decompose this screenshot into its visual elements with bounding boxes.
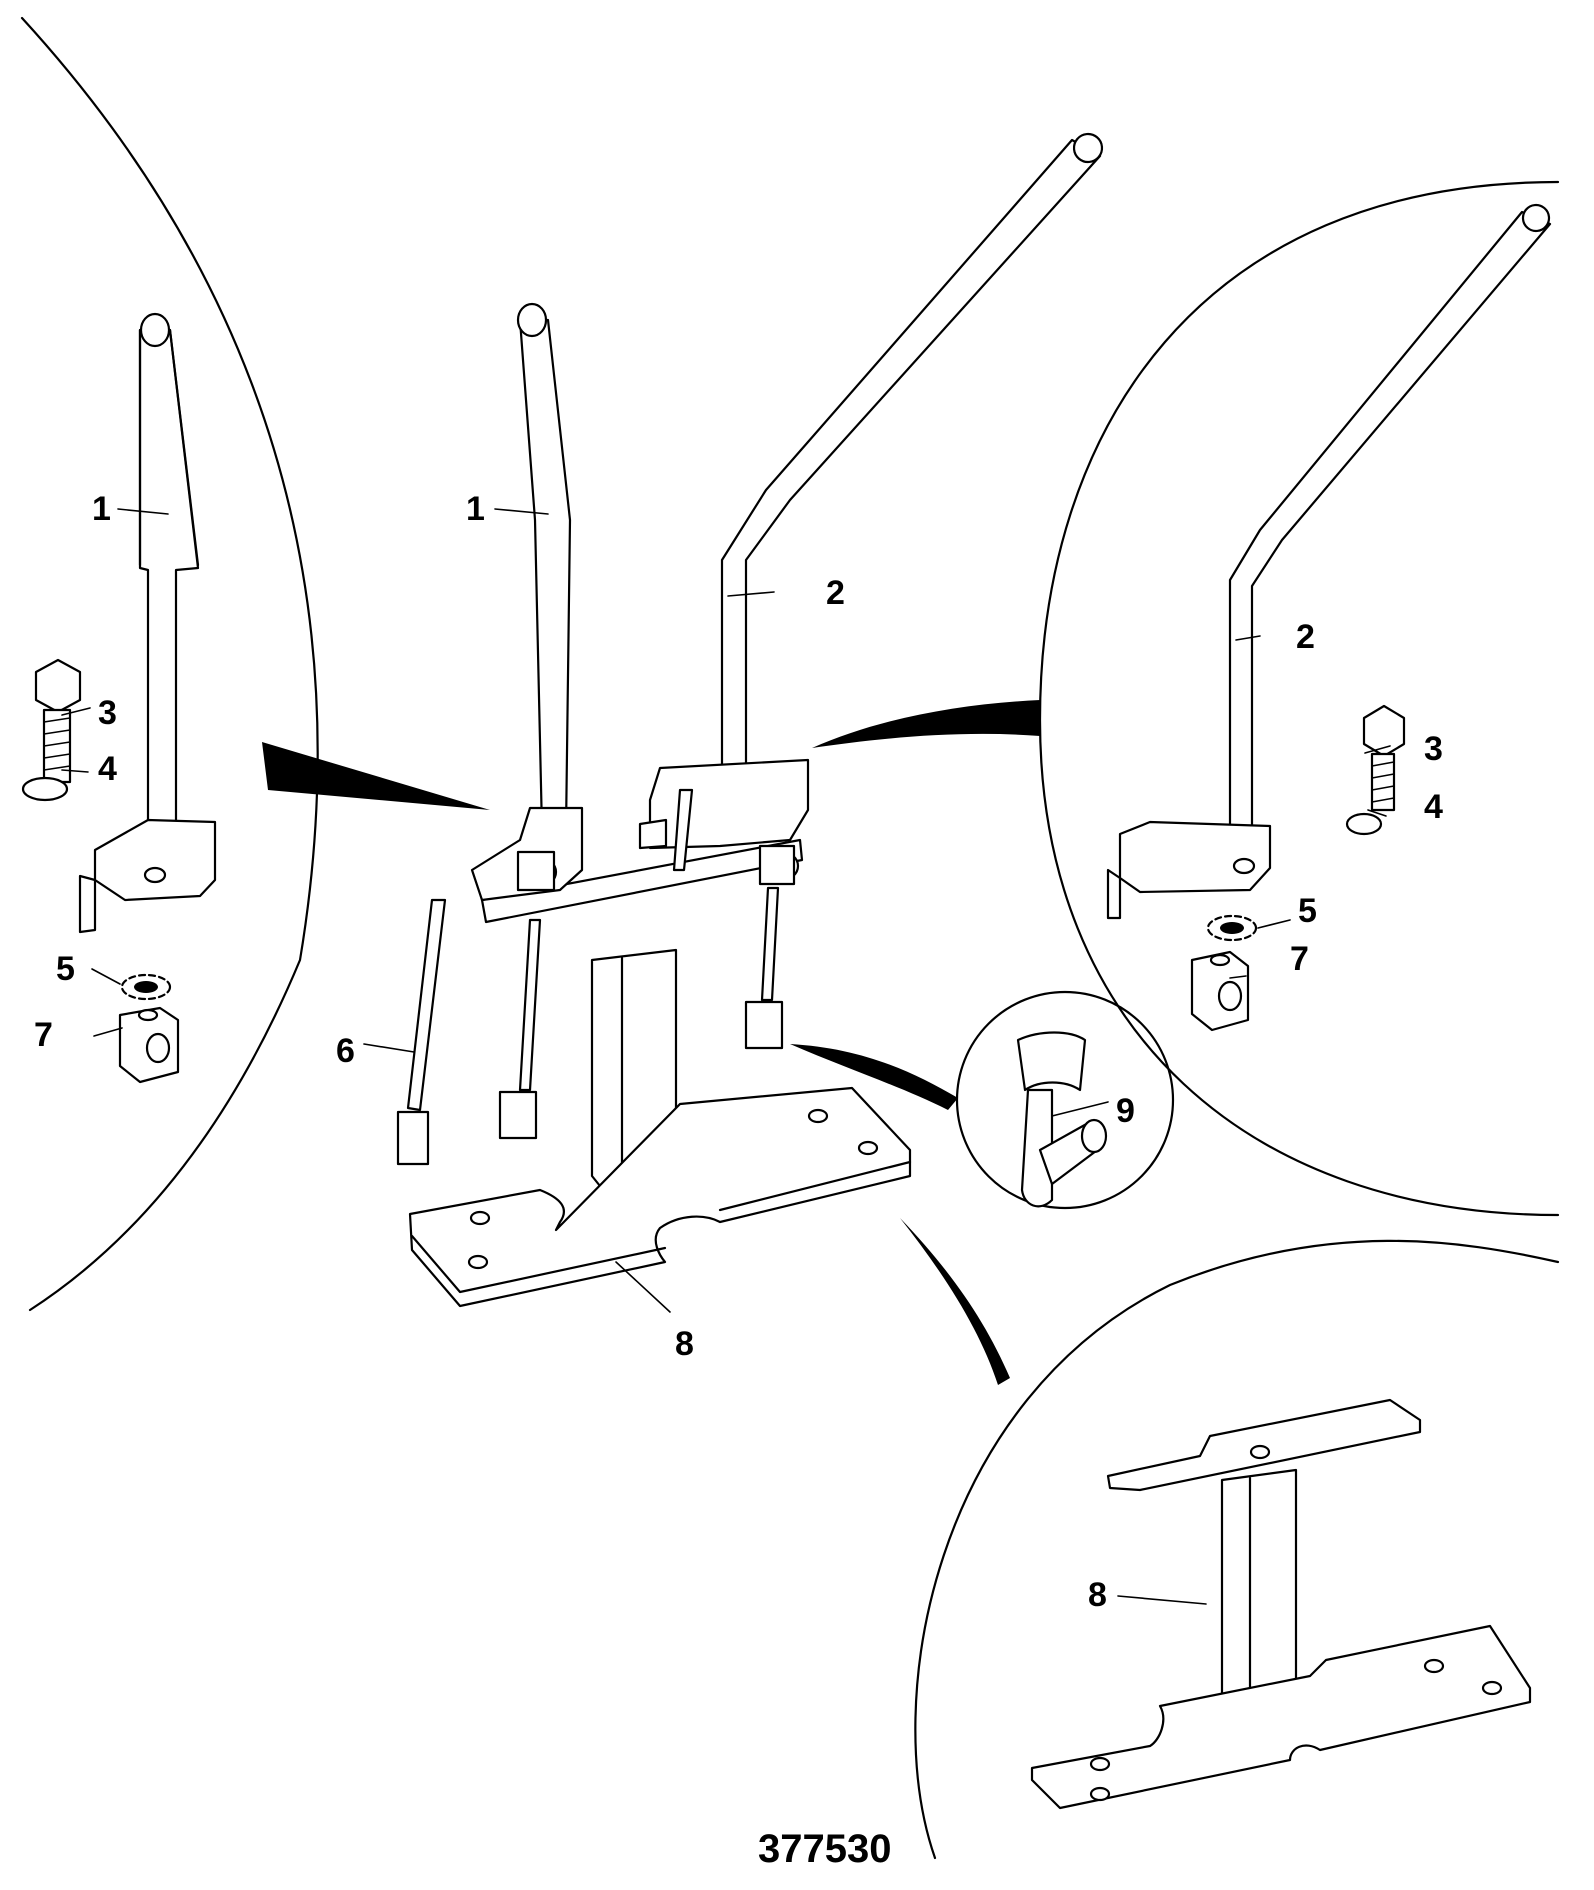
callout-5-left: 5 [56,950,75,988]
callout-2-center: 2 [826,574,845,612]
right-detail-washer-5-inner [1220,922,1244,934]
lower-detail-leader [900,1218,1010,1385]
right-detail-leader [812,700,1040,748]
clip-part-9 [1016,1031,1108,1208]
right-detail-washer-4 [1345,812,1383,836]
right-detail-bracket [1106,820,1272,920]
left-detail-washer-5-inner [134,981,158,993]
drawing-number: 377530 [758,1827,891,1871]
callout-5-right: 5 [1298,892,1317,930]
callout-7-right: 7 [1290,940,1309,978]
left-detail-washer-5 [120,973,172,1001]
right-detail-universal-joint [1190,950,1250,1032]
left-detail-bracket [78,818,217,934]
lower-detail-circle [914,1239,1560,1860]
lower-detail-stand [1030,1398,1532,1810]
left-detail-universal-joint [118,1006,180,1084]
center-base-plate [408,1086,912,1308]
left-detail-bolt [34,658,82,784]
left-detail-circle [20,16,319,1312]
right-detail-circle [1038,180,1560,1217]
left-detail-washer-4 [21,776,69,802]
clip-detail-circle [955,990,1175,1210]
left-detail-leader [262,742,490,810]
right-detail-bolt [1362,704,1406,812]
callout-1-center: 1 [466,490,485,528]
center-control-rods [396,788,784,1166]
callout-7-left: 7 [34,1016,53,1054]
right-detail-washer-5 [1206,914,1258,942]
center-pivot-joints [516,818,800,892]
callout-9: 9 [1116,1092,1135,1130]
callout-4-right: 4 [1424,788,1443,826]
callout-8-center: 8 [675,1325,694,1363]
callout-2-right: 2 [1296,618,1315,656]
callout-leaders [61,508,1391,1605]
callout-8-lower: 8 [1088,1576,1107,1614]
callout-3-right: 3 [1424,730,1443,768]
center-lever-2 [720,132,1104,792]
callout-3-left: 3 [98,694,117,732]
callout-1-left: 1 [92,490,111,528]
callout-6: 6 [336,1032,355,1070]
clip-detail-leader [790,1044,958,1110]
left-detail-lever-1 [138,312,200,840]
center-lever-1 [516,302,572,832]
callout-4-left: 4 [98,750,117,788]
